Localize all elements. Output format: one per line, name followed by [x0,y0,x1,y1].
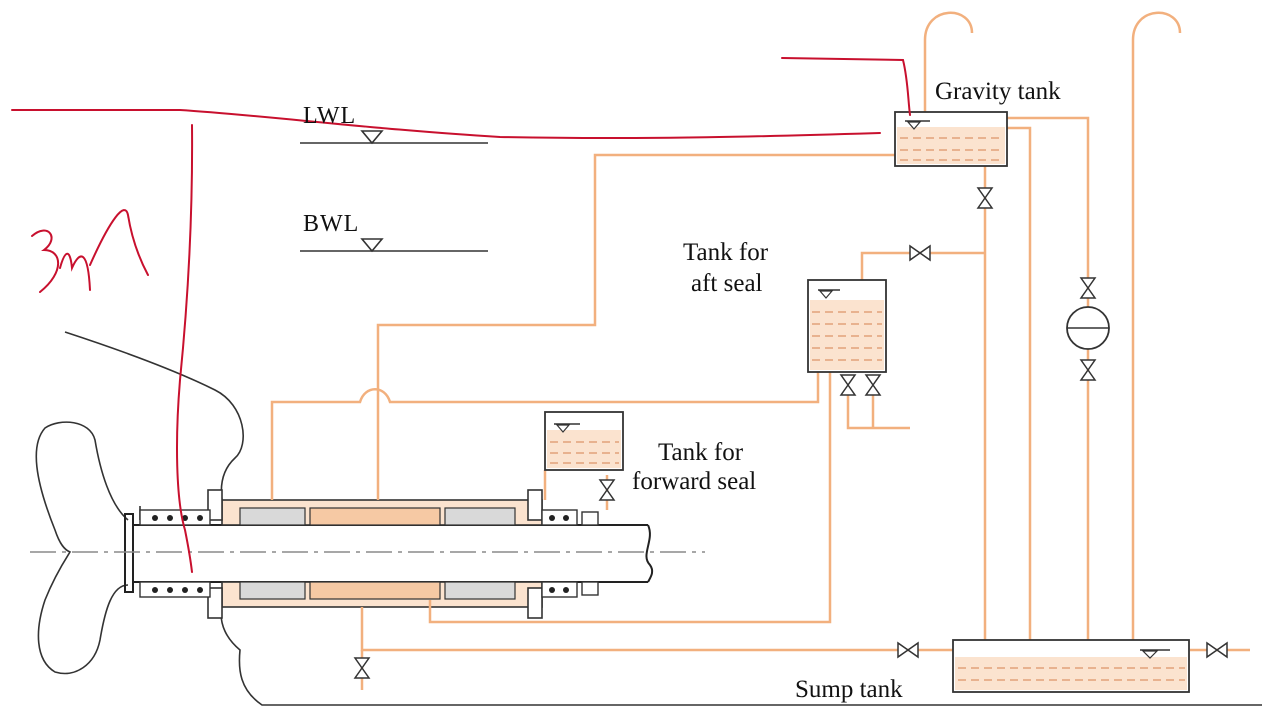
lwl-label: LWL [303,103,357,129]
pipework [270,11,1250,690]
bwl-label: BWL [303,211,360,237]
bwl-marker [300,238,488,253]
sump-tank-label: Sump tank [795,676,903,703]
aft-seal-tank-label-line2: aft seal [691,270,763,297]
tail-shaft [132,524,654,583]
aft-seal-tank [807,279,887,373]
forward-seal-tank-label-line1: Tank for [658,439,744,466]
handwritten-annotation [11,57,911,573]
forward-seal-tank [544,411,624,471]
valves [353,187,1228,679]
aft-seal-tank-label-line1: Tank for [683,239,769,266]
gravity-tank [894,111,1008,167]
gravity-tank-label: Gravity tank [935,78,1061,105]
forward-seal-tank-label-line2: forward seal [632,468,757,495]
sump-tank [952,639,1190,693]
stern-tube [139,489,599,619]
propeller [35,421,134,675]
lwl-marker [300,130,488,145]
pump [1066,306,1110,350]
handwritten-3m-text [31,209,149,293]
